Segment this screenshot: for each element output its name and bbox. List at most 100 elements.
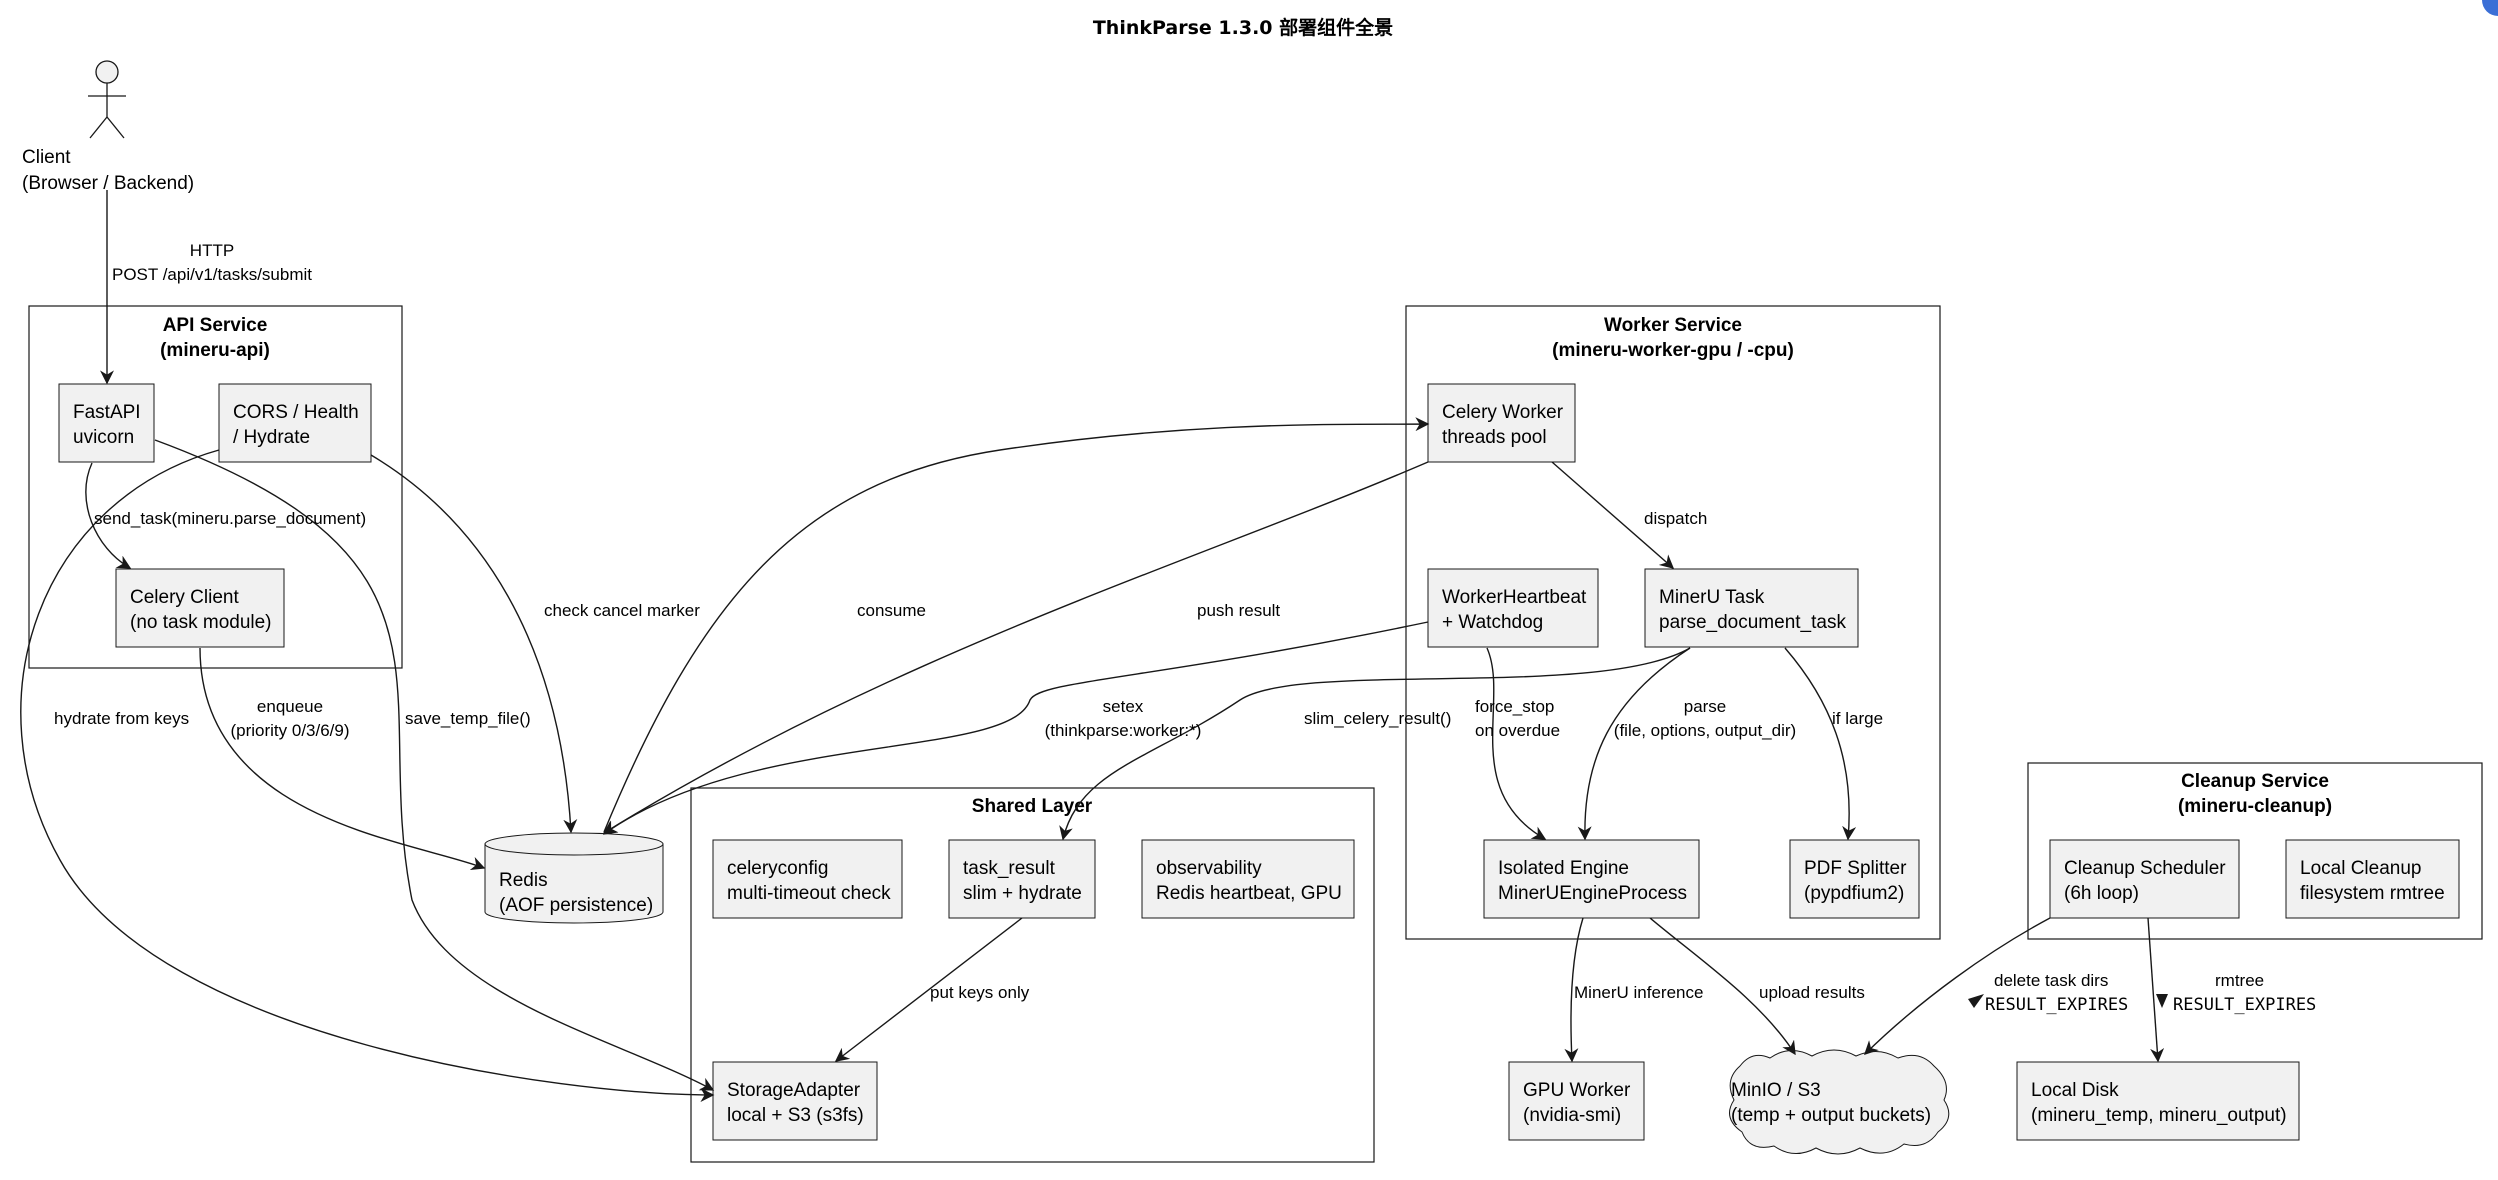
- label-parse: parse: [1684, 697, 1727, 716]
- node-storage-adapter: StorageAdapter local + S3 (s3fs): [712, 1061, 878, 1141]
- label-send-task: send_task(mineru.parse_document): [94, 509, 366, 528]
- node-redis-detail: (AOF persistence): [499, 895, 653, 916]
- edge-labels: HTTP POST /api/v1/tasks/submit send_task…: [54, 241, 2316, 1015]
- label-upload: upload results: [1759, 983, 1865, 1002]
- node-local-cleanup: Local Cleanup filesystem rmtree: [2285, 839, 2460, 919]
- node-storage-detail: local + S3 (s3fs): [727, 1105, 864, 1126]
- node-fastapi: FastAPI uvicorn: [58, 383, 155, 463]
- direction-marker-rmtree: [2156, 994, 2168, 1008]
- label-push-result: push result: [1197, 601, 1280, 620]
- edge-heartbeat-to-isolated-engine: [1486, 647, 1547, 840]
- node-cors-name: CORS / Health: [233, 402, 359, 423]
- client-actor: Client (Browser / Backend): [22, 60, 194, 194]
- node-pdf-splitter-name: PDF Splitter: [1804, 858, 1907, 879]
- node-gpu-worker: GPU Worker (nvidia-smi): [1508, 1061, 1645, 1141]
- edge-mineru-task-to-pdf-splitter: [1784, 647, 1857, 841]
- node-celeryconfig-detail: multi-timeout check: [727, 883, 891, 904]
- edge-mineru-task-to-isolated-engine: [1577, 647, 1691, 841]
- node-celery-client-detail: (no task module): [130, 612, 272, 633]
- node-celery-worker-detail: threads pool: [1442, 427, 1547, 448]
- node-celery-worker-name: Celery Worker: [1442, 402, 1564, 423]
- node-mineru-task-name: MinerU Task: [1659, 587, 1765, 608]
- node-celery-client-name: Celery Client: [130, 587, 239, 608]
- edge-fastapi-to-storage: [154, 439, 715, 1091]
- label-force-stop-reason: on overdue: [1475, 721, 1560, 740]
- label-http: HTTP: [190, 241, 234, 260]
- edge-celery-worker-to-mineru-task: [1551, 461, 1675, 569]
- label-enqueue-priority: (priority 0/3/6/9): [230, 721, 349, 740]
- node-cleanup-scheduler-detail: (6h loop): [2064, 883, 2139, 904]
- node-local-disk-detail: (mineru_temp, mineru_output): [2031, 1105, 2287, 1126]
- label-parse-args: (file, options, output_dir): [1614, 721, 1796, 740]
- edge-task-result-to-storage: [834, 917, 1023, 1062]
- diagram-title: ThinkParse 1.3.0 部署组件全景: [1093, 16, 1393, 39]
- node-worker-heartbeat: WorkerHeartbeat + Watchdog: [1427, 568, 1599, 648]
- label-save-temp: save_temp_file(): [405, 709, 531, 728]
- label-put-keys: put keys only: [930, 983, 1030, 1002]
- edge-mineru-task-to-task-result: [1059, 647, 1691, 841]
- node-celeryconfig-name: celeryconfig: [727, 858, 828, 879]
- node-minio-name: MinIO / S3: [1731, 1080, 1821, 1101]
- edges: [20, 190, 2168, 1102]
- edge-celery-client-to-redis: [199, 647, 486, 871]
- label-if-large: if large: [1832, 709, 1883, 728]
- node-task-result: task_result slim + hydrate: [948, 839, 1096, 919]
- node-cleanup-scheduler: Cleanup Scheduler (6h loop): [2049, 839, 2240, 919]
- edge-isolated-engine-to-minio: [1649, 917, 1796, 1056]
- label-setex: setex: [1103, 697, 1144, 716]
- edge-cleanup-to-minio: [1864, 917, 2051, 1055]
- edge-redis-to-celery-worker: [603, 417, 1430, 833]
- label-slim-result: slim_celery_result(): [1304, 709, 1451, 728]
- node-pdf-splitter: PDF Splitter (pypdfium2): [1789, 839, 1920, 919]
- node-redis: Redis (AOF persistence): [484, 832, 664, 924]
- node-observability-name: observability: [1156, 858, 1262, 879]
- actor-label-role: (Browser / Backend): [22, 173, 194, 194]
- node-heartbeat-name: WorkerHeartbeat: [1442, 587, 1587, 608]
- node-local-disk-name: Local Disk: [2031, 1080, 2119, 1101]
- label-hydrate: hydrate from keys: [54, 709, 189, 728]
- label-check-cancel: check cancel marker: [544, 601, 700, 620]
- edge-fastapi-to-celery-client: [85, 462, 132, 569]
- node-fastapi-name: FastAPI: [73, 402, 141, 423]
- node-isolated-engine: Isolated Engine MinerUEngineProcess: [1483, 839, 1700, 919]
- label-result-expires-rmtree: RESULT_EXPIRES: [2173, 995, 2316, 1015]
- label-result-expires-delete: RESULT_EXPIRES: [1985, 995, 2128, 1015]
- node-isolated-name: Isolated Engine: [1498, 858, 1629, 879]
- node-pdf-splitter-detail: (pypdfium2): [1804, 883, 1904, 904]
- node-local-disk: Local Disk (mineru_temp, mineru_output): [2016, 1061, 2300, 1141]
- node-celeryconfig: celeryconfig multi-timeout check: [712, 839, 903, 919]
- package-api-subtitle: (mineru-api): [160, 340, 270, 361]
- label-http-path: POST /api/v1/tasks/submit: [112, 265, 312, 284]
- edge-isolated-engine-to-gpu-worker: [1564, 917, 1584, 1063]
- package-worker-subtitle: (mineru-worker-gpu / -cpu): [1552, 340, 1794, 361]
- node-observability: observability Redis heartbeat, GPU: [1141, 839, 1355, 919]
- node-celery-worker: Celery Worker threads pool: [1427, 383, 1576, 463]
- edge-cors-to-redis: [370, 454, 578, 834]
- node-minio-detail: (temp + output buckets): [1731, 1105, 1931, 1126]
- label-enqueue: enqueue: [257, 697, 323, 716]
- label-inference: MinerU inference: [1574, 983, 1703, 1002]
- corner-indicator: [2482, 0, 2498, 16]
- package-api-title: API Service: [163, 315, 268, 336]
- edge-heartbeat-to-redis: [602, 621, 1429, 835]
- label-delete-dirs: delete task dirs: [1994, 971, 2108, 990]
- node-task-result-detail: slim + hydrate: [963, 883, 1082, 904]
- label-dispatch: dispatch: [1644, 509, 1707, 528]
- package-worker-title: Worker Service: [1604, 315, 1742, 336]
- node-cors-detail: / Hydrate: [233, 427, 310, 448]
- edge-celery-worker-to-redis: [602, 461, 1429, 834]
- label-force-stop: force_stop: [1475, 697, 1554, 716]
- node-isolated-detail: MinerUEngineProcess: [1498, 883, 1687, 904]
- node-cors-health: CORS / Health / Hydrate: [218, 383, 372, 463]
- node-redis-name: Redis: [499, 870, 548, 891]
- node-heartbeat-detail: + Watchdog: [1442, 612, 1543, 633]
- node-storage-name: StorageAdapter: [727, 1080, 861, 1101]
- node-cleanup-scheduler-name: Cleanup Scheduler: [2064, 858, 2226, 879]
- package-cleanup-title: Cleanup Service: [2181, 771, 2329, 792]
- node-mineru-task: MinerU Task parse_document_task: [1644, 568, 1859, 648]
- label-consume: consume: [857, 601, 926, 620]
- node-local-cleanup-name: Local Cleanup: [2300, 858, 2421, 879]
- package-cleanup-subtitle: (mineru-cleanup): [2178, 796, 2332, 817]
- node-celery-client: Celery Client (no task module): [115, 568, 285, 648]
